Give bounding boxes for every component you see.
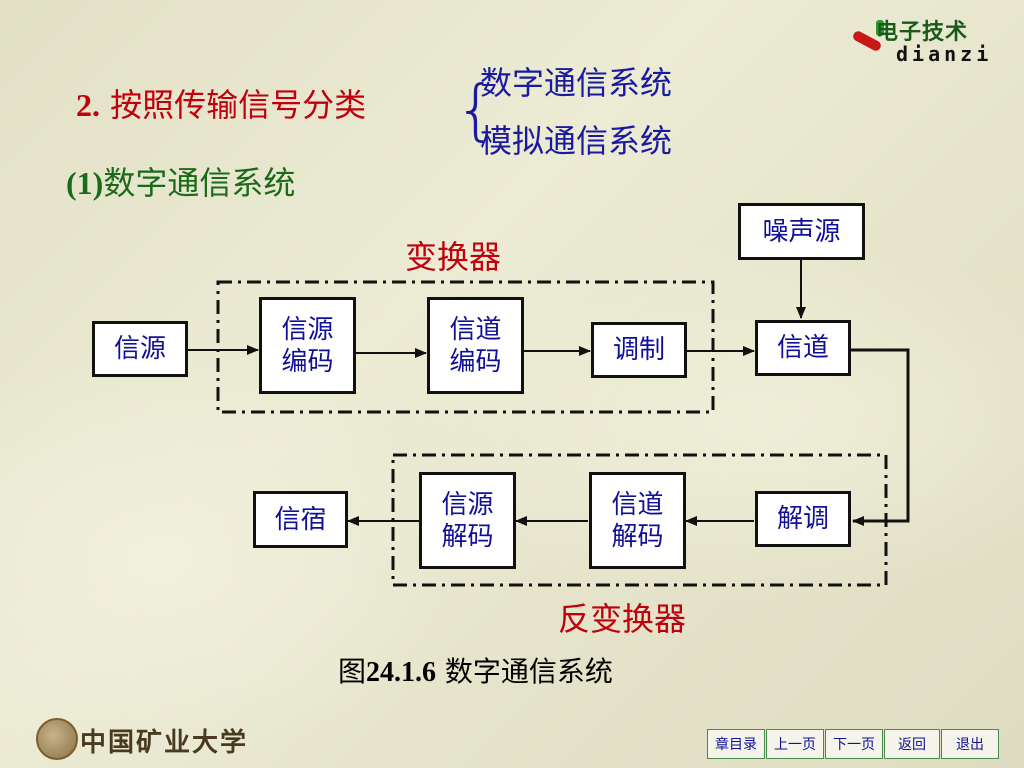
block-source-label: 信源 <box>113 334 166 364</box>
bulb-icon <box>876 20 884 36</box>
block-source-encoder: 信源 编码 <box>259 297 356 394</box>
block-label: 调制 <box>612 335 665 365</box>
subsection-number: (1) <box>66 165 104 201</box>
branch-digital: 数字通信系统 <box>480 64 673 102</box>
brand-logo: 电子技术 dianzi <box>846 14 1016 70</box>
block-label: 编码 <box>281 346 334 377</box>
inverse-converter-label: 反变换器 <box>558 600 687 638</box>
block-label: 解调 <box>776 504 829 534</box>
caption-number: 24.1.6 <box>366 657 437 688</box>
toc-button[interactable]: 章目录 <box>707 729 765 759</box>
block-label: 解码 <box>611 521 664 552</box>
block-source-decoder: 信源 解码 <box>419 472 516 569</box>
section-number: 2. <box>76 87 100 123</box>
university-seal-icon <box>36 718 78 760</box>
block-label: 解码 <box>441 521 494 552</box>
subsection-title: 数字通信系统 <box>103 164 296 202</box>
block-source: 信源 <box>92 321 188 377</box>
block-label: 信源 <box>281 314 334 345</box>
figure-caption: 图24.1.6 数字通信系统 <box>338 650 613 690</box>
logo-title: 电子技术 <box>876 20 969 45</box>
university-name: 中国矿业大学 <box>80 728 249 758</box>
logo-subtitle: dianzi <box>896 42 993 66</box>
branch-analog: 模拟通信系统 <box>480 122 673 160</box>
prev-page-button[interactable]: 上一页 <box>766 729 824 759</box>
block-demodulator: 解调 <box>755 491 851 547</box>
converter-label: 变换器 <box>405 238 502 276</box>
block-channel-encoder: 信道 编码 <box>427 297 524 394</box>
subsection-heading: (1)数字通信系统 <box>66 158 295 204</box>
back-button[interactable]: 返回 <box>884 729 940 759</box>
block-label: 信道 <box>776 333 829 363</box>
next-page-button[interactable]: 下一页 <box>825 729 883 759</box>
exit-button[interactable]: 退出 <box>941 729 999 759</box>
block-channel-decoder: 信道 解码 <box>589 472 686 569</box>
brace-icon: { <box>455 71 497 148</box>
block-label: 信道 <box>611 489 664 520</box>
block-label: 噪声源 <box>762 216 841 247</box>
block-modulator: 调制 <box>591 322 687 378</box>
block-noise-source: 噪声源 <box>738 203 865 260</box>
converter-frame <box>216 280 715 414</box>
block-sink: 信宿 <box>253 491 348 548</box>
section-title: 按照传输信号分类 <box>100 86 367 124</box>
block-label: 信道 <box>449 314 502 345</box>
block-label: 编码 <box>449 346 502 377</box>
section-heading: 2. 按照传输信号分类 <box>76 80 366 126</box>
block-label: 信源 <box>441 489 494 520</box>
block-channel: 信道 <box>755 320 851 376</box>
caption-prefix: 图 <box>338 655 367 688</box>
block-label: 信宿 <box>274 504 327 535</box>
caption-text: 数字通信系统 <box>436 655 613 688</box>
